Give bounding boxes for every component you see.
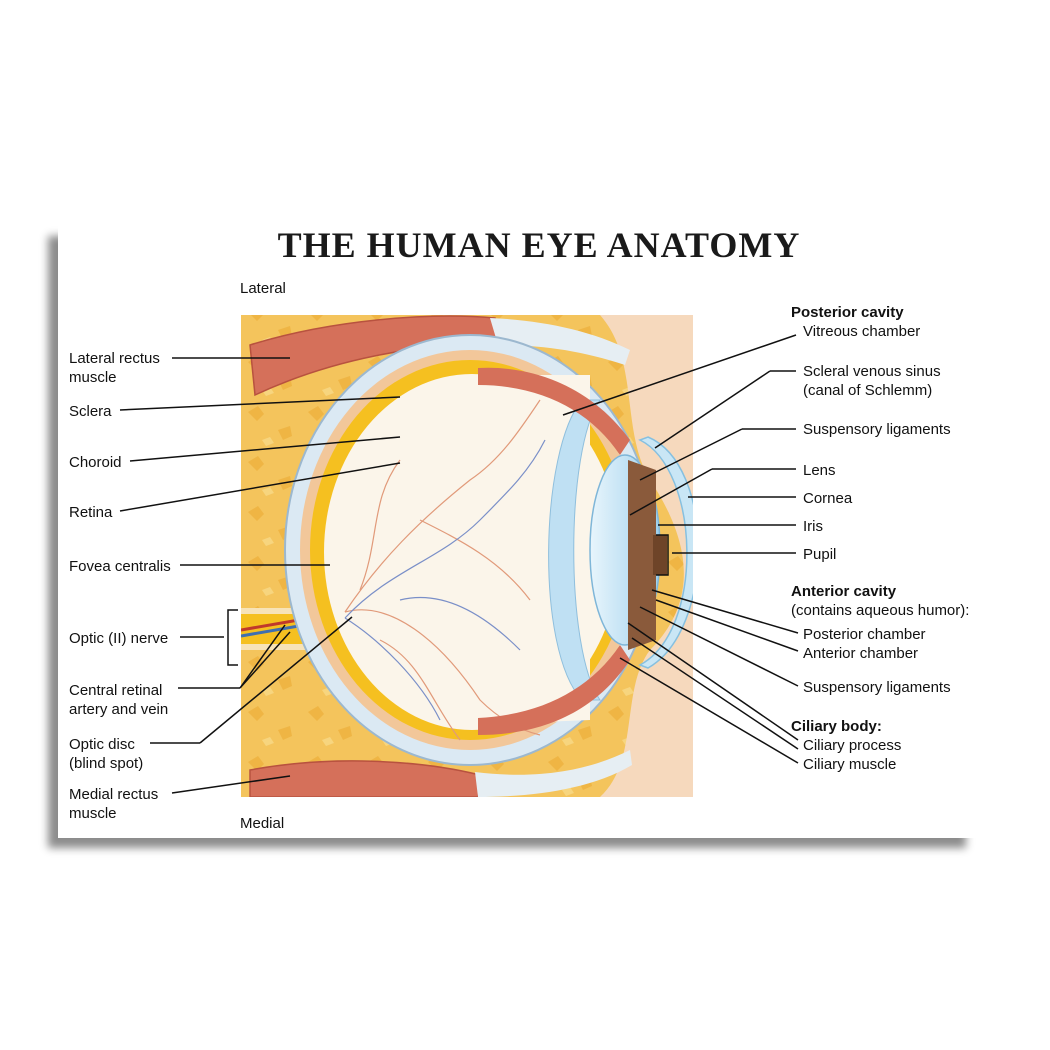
label-posterior-chamber: Posterior chamber xyxy=(803,626,926,643)
label-aqueous-humor: (contains aqueous humor): xyxy=(791,602,970,619)
label-optic-nerve: Optic (II) nerve xyxy=(69,630,169,647)
label-choroid: Choroid xyxy=(69,454,122,471)
label-suspensory-ligaments-bottom: Suspensory ligaments xyxy=(803,679,951,696)
label-scleral-sinus-line2: (canal of Schlemm) xyxy=(803,382,933,399)
label-medial-rectus-line1: Medial rectus xyxy=(69,786,159,803)
label-retina: Retina xyxy=(69,504,113,521)
lateral-label: Lateral xyxy=(240,280,286,297)
eyelid-skin xyxy=(600,315,693,797)
label-central-retinal-line2: artery and vein xyxy=(69,701,169,718)
label-lens: Lens xyxy=(803,462,836,479)
pupil xyxy=(653,535,667,575)
label-suspensory-ligaments-top: Suspensory ligaments xyxy=(803,421,951,438)
eye-illustration xyxy=(241,315,693,797)
label-anterior-chamber: Anterior chamber xyxy=(803,645,919,662)
ciliary-body-bottom xyxy=(478,645,630,735)
label-cornea: Cornea xyxy=(803,490,853,507)
retinal-veins xyxy=(344,439,546,721)
label-fovea-centralis: Fovea centralis xyxy=(69,558,171,575)
label-sclera: Sclera xyxy=(69,403,112,420)
ciliary-body-top xyxy=(478,367,630,455)
label-iris: Iris xyxy=(803,518,823,535)
label-optic-disc-line2: (blind spot) xyxy=(69,755,144,772)
label-vitreous-chamber: Vitreous chamber xyxy=(803,323,921,340)
label-lateral-rectus-line1: Lateral rectus xyxy=(69,350,160,367)
cornea xyxy=(638,436,693,669)
label-pupil: Pupil xyxy=(803,546,837,563)
label-posterior-cavity: Posterior cavity xyxy=(791,304,904,321)
iris xyxy=(628,460,656,650)
page-title: THE HUMAN EYE ANATOMY xyxy=(277,225,801,265)
label-lateral-rectus-line2: muscle xyxy=(69,369,117,386)
leader-lines xyxy=(119,334,799,794)
label-optic-disc-line1: Optic disc xyxy=(69,736,135,753)
label-medial-rectus-line2: muscle xyxy=(69,805,117,822)
medial-tendon xyxy=(475,750,632,797)
label-ciliary-process: Ciliary process xyxy=(803,737,902,754)
label-scleral-sinus-line1: Scleral venous sinus xyxy=(803,363,941,380)
lateral-tendon xyxy=(490,318,630,365)
label-ciliary-muscle: Ciliary muscle xyxy=(803,756,897,773)
label-ciliary-body: Ciliary body: xyxy=(791,718,882,735)
label-anterior-cavity: Anterior cavity xyxy=(791,583,897,600)
medial-label: Medial xyxy=(240,815,285,832)
label-central-retinal-line1: Central retinal xyxy=(69,682,163,699)
